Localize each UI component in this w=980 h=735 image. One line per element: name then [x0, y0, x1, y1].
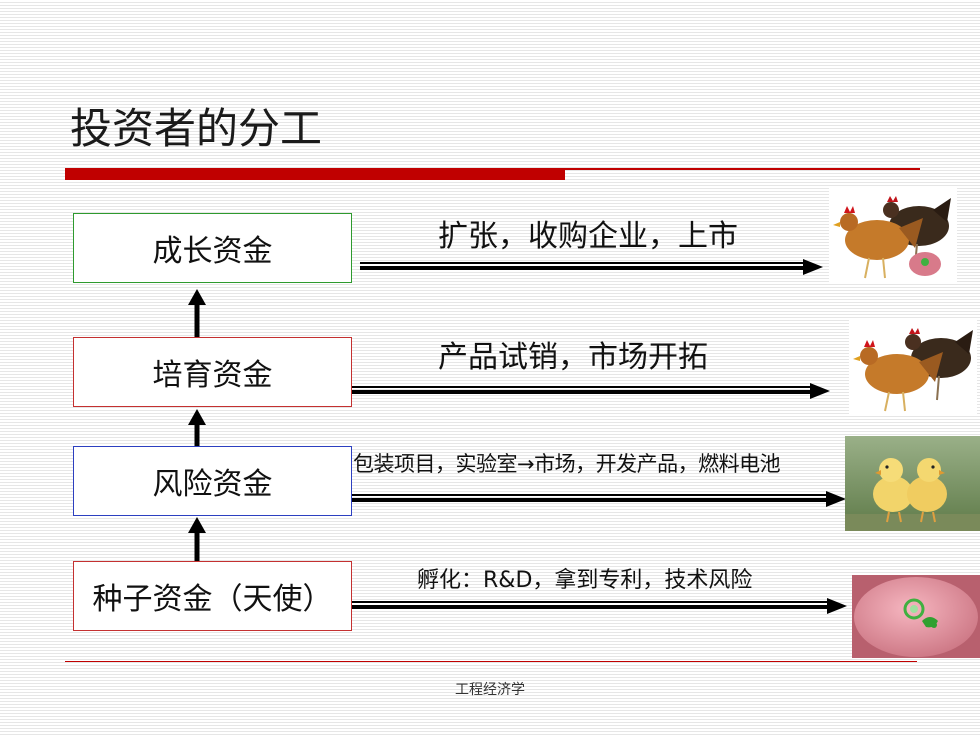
right-arrow-icon	[352, 598, 847, 614]
adult-hens-with-egg-photo	[829, 188, 957, 284]
stage-box-growth: 成长资金	[73, 213, 352, 283]
right-arrow-icon	[352, 383, 830, 399]
action-label-seed: 孵化：R&D，拿到专利，技术风险	[417, 568, 753, 593]
stage-label-venture: 风险资金	[152, 467, 273, 502]
stage-box-incubation: 培育资金	[73, 337, 352, 407]
footer-text: 工程经济学	[455, 682, 525, 698]
title-underline-bar	[65, 168, 565, 180]
up-arrow-icon	[188, 409, 206, 446]
stage-box-venture: 风险资金	[73, 446, 352, 516]
up-arrow-icon	[188, 289, 206, 337]
stage-label-incubation: 培育资金	[152, 358, 273, 393]
right-arrow-icon	[352, 491, 846, 507]
right-arrow-icon	[360, 259, 823, 275]
title-underline-rule	[565, 168, 920, 170]
action-label-venture: 包装项目，实验室→市场，开发产品，燃料电池	[353, 452, 781, 476]
slide-title: 投资者的分工	[70, 104, 323, 153]
decorated-egg-photo	[852, 575, 980, 658]
adult-hens-photo	[849, 318, 977, 414]
stage-box-seed: 种子资金（天使）	[73, 561, 352, 631]
chicks-photo	[845, 436, 980, 531]
stage-label-seed: 种子资金（天使）	[92, 582, 333, 617]
up-arrow-icon	[188, 517, 206, 561]
action-label-incubation: 产品试销，市场开拓	[438, 340, 708, 375]
stage-label-growth: 成长资金	[152, 234, 273, 269]
footer-rule	[65, 661, 917, 662]
action-label-growth: 扩张，收购企业，上市	[438, 219, 738, 254]
